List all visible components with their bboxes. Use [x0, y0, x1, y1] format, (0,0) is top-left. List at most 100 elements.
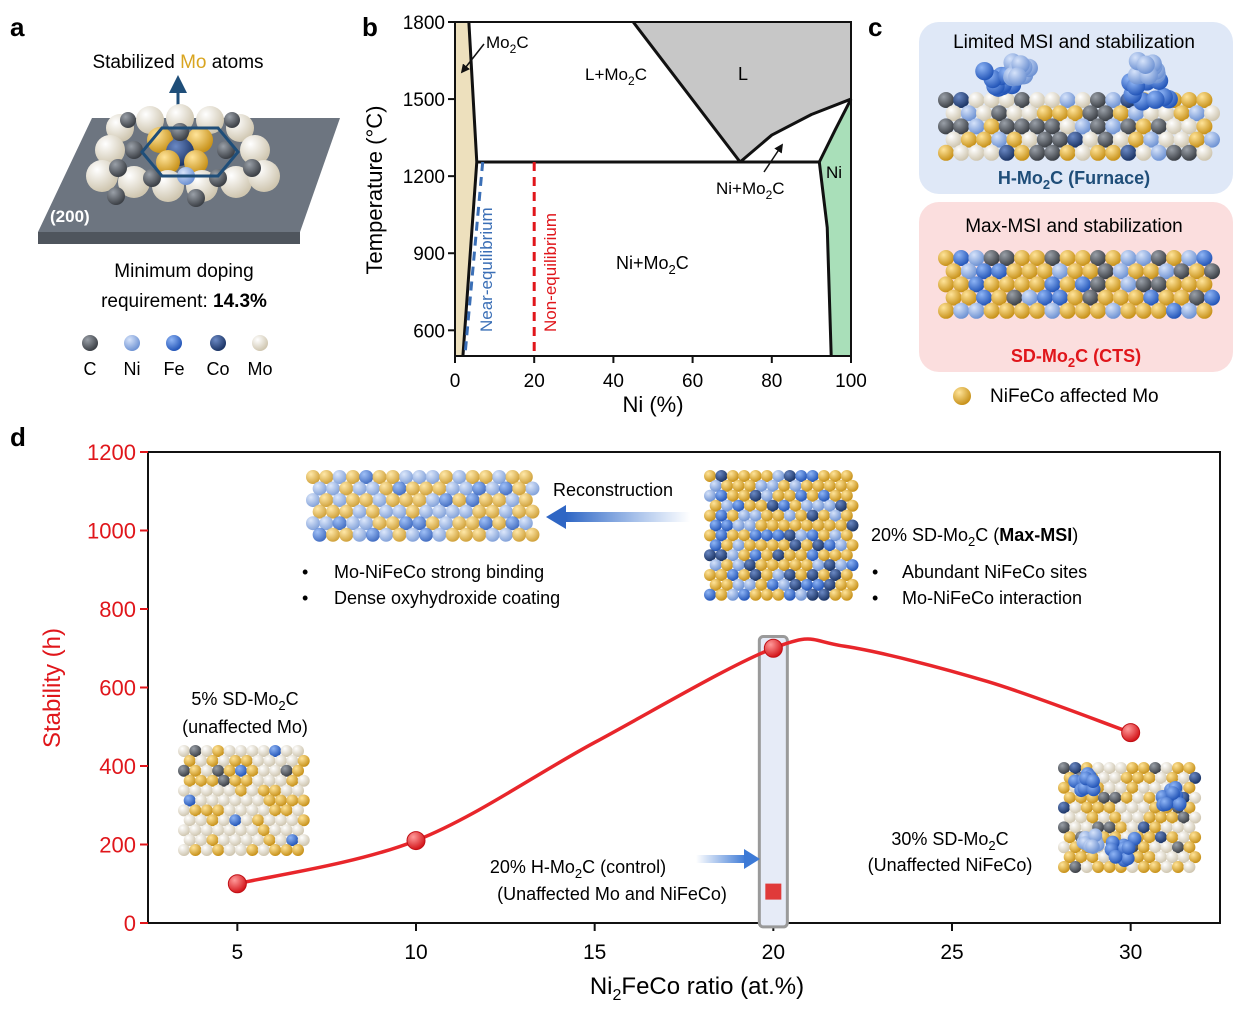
slab-atom [525, 527, 540, 542]
slab-atom [1120, 302, 1137, 319]
slab-atom [217, 834, 230, 847]
slab-atom [1014, 118, 1030, 135]
cluster-atom [1120, 851, 1135, 866]
slab-atom [1135, 144, 1152, 161]
slab-atom [789, 539, 802, 552]
slab-atom [1090, 144, 1106, 161]
slab-atom [512, 527, 527, 542]
slab-atom [200, 745, 213, 757]
slab-atom [1074, 144, 1091, 161]
slab-atom [709, 539, 722, 552]
slab-atom [189, 745, 202, 757]
slab-atom [1181, 144, 1198, 161]
slab-atom [846, 499, 859, 512]
slab-atom [505, 516, 520, 531]
slab-atom [292, 844, 304, 856]
slab-atom [1052, 105, 1068, 122]
slab-atom [840, 529, 853, 542]
phase-y-tick-label: 900 [413, 244, 445, 265]
slab-atom [778, 578, 791, 591]
slab-atom [525, 504, 540, 519]
slab-atom [1112, 105, 1129, 122]
slab-atom [766, 539, 779, 552]
region-l-mo2c: L+Mo2C [585, 65, 647, 88]
slab-atom [359, 516, 374, 531]
slab-atom [806, 470, 819, 482]
cluster-atom [224, 112, 240, 128]
slab-atom [472, 504, 487, 519]
slab-atom [257, 804, 270, 817]
slab-atom [485, 481, 500, 496]
cluster-atom [118, 166, 150, 198]
slab-atom [1149, 841, 1162, 854]
slab-atom [445, 504, 460, 519]
phase-x-tick-label: 80 [761, 371, 782, 392]
slab-atom [1059, 250, 1076, 266]
slab-atom [498, 481, 513, 496]
slab-atom [806, 569, 819, 581]
slab-atom [1115, 821, 1127, 834]
cluster-atom [156, 150, 180, 174]
slab-atom [772, 489, 785, 502]
slab-atom [1154, 811, 1167, 824]
slab-atom [1074, 118, 1091, 135]
slab-atom [749, 470, 762, 482]
slab-atom [223, 804, 236, 817]
slab-atom [721, 519, 734, 532]
slab-atom [778, 479, 791, 492]
slab-atom [1086, 811, 1099, 824]
slab-atom [721, 559, 734, 572]
slab-atom [709, 519, 722, 532]
slab-atom [292, 745, 304, 757]
slab-atom [1173, 131, 1190, 148]
slab-atom [1097, 105, 1114, 122]
slab-atom [223, 784, 236, 797]
slab-atom [359, 493, 374, 508]
slab-atom [1109, 791, 1122, 804]
slab-atom [789, 479, 802, 492]
slab-atom [938, 250, 954, 266]
slab-atom [715, 588, 728, 601]
liquidus-left [632, 21, 742, 163]
slab-atom [452, 493, 467, 508]
slab-atom [738, 588, 751, 601]
slab-atom [1172, 861, 1184, 873]
slab-atom [800, 479, 813, 492]
slab-atom [189, 824, 202, 837]
slab-atom [749, 588, 762, 601]
slab-atom [1063, 811, 1076, 824]
slab-atom [306, 516, 320, 531]
slab-atom [235, 824, 247, 837]
slab-atom [1188, 289, 1205, 306]
slab-atom [1109, 771, 1122, 784]
stability-y-tick-label: 200 [99, 833, 136, 858]
facet-label: (200) [50, 207, 90, 226]
slab-atom [846, 559, 859, 572]
stability-x-tick-label: 30 [1119, 941, 1142, 964]
stability-x-tick-label: 25 [940, 941, 963, 964]
slab-atom [246, 745, 259, 757]
slab-atom [1196, 250, 1213, 266]
slab-atom [392, 481, 407, 496]
slab-atom [1143, 131, 1160, 148]
slab-atom [1036, 263, 1053, 280]
slab-atom [339, 481, 354, 496]
slab-atom [1014, 302, 1030, 319]
slab-atom [715, 470, 728, 482]
slab-atom [1090, 250, 1106, 266]
slab-atom [991, 263, 1008, 280]
slab-atom [1158, 289, 1175, 306]
phase-x-axis-label: Ni (%) [622, 392, 683, 417]
slab-atom [783, 470, 796, 482]
control-arrow-head [744, 849, 760, 869]
slab-atom [1183, 861, 1196, 873]
slab-atom [319, 493, 334, 508]
data-point [763, 638, 783, 658]
slab-atom [1172, 841, 1184, 854]
slab-atom [1149, 762, 1162, 774]
slab-atom [738, 489, 751, 502]
slab-atom [306, 470, 320, 484]
slab-atom [976, 105, 992, 122]
slab-atom [738, 470, 751, 482]
